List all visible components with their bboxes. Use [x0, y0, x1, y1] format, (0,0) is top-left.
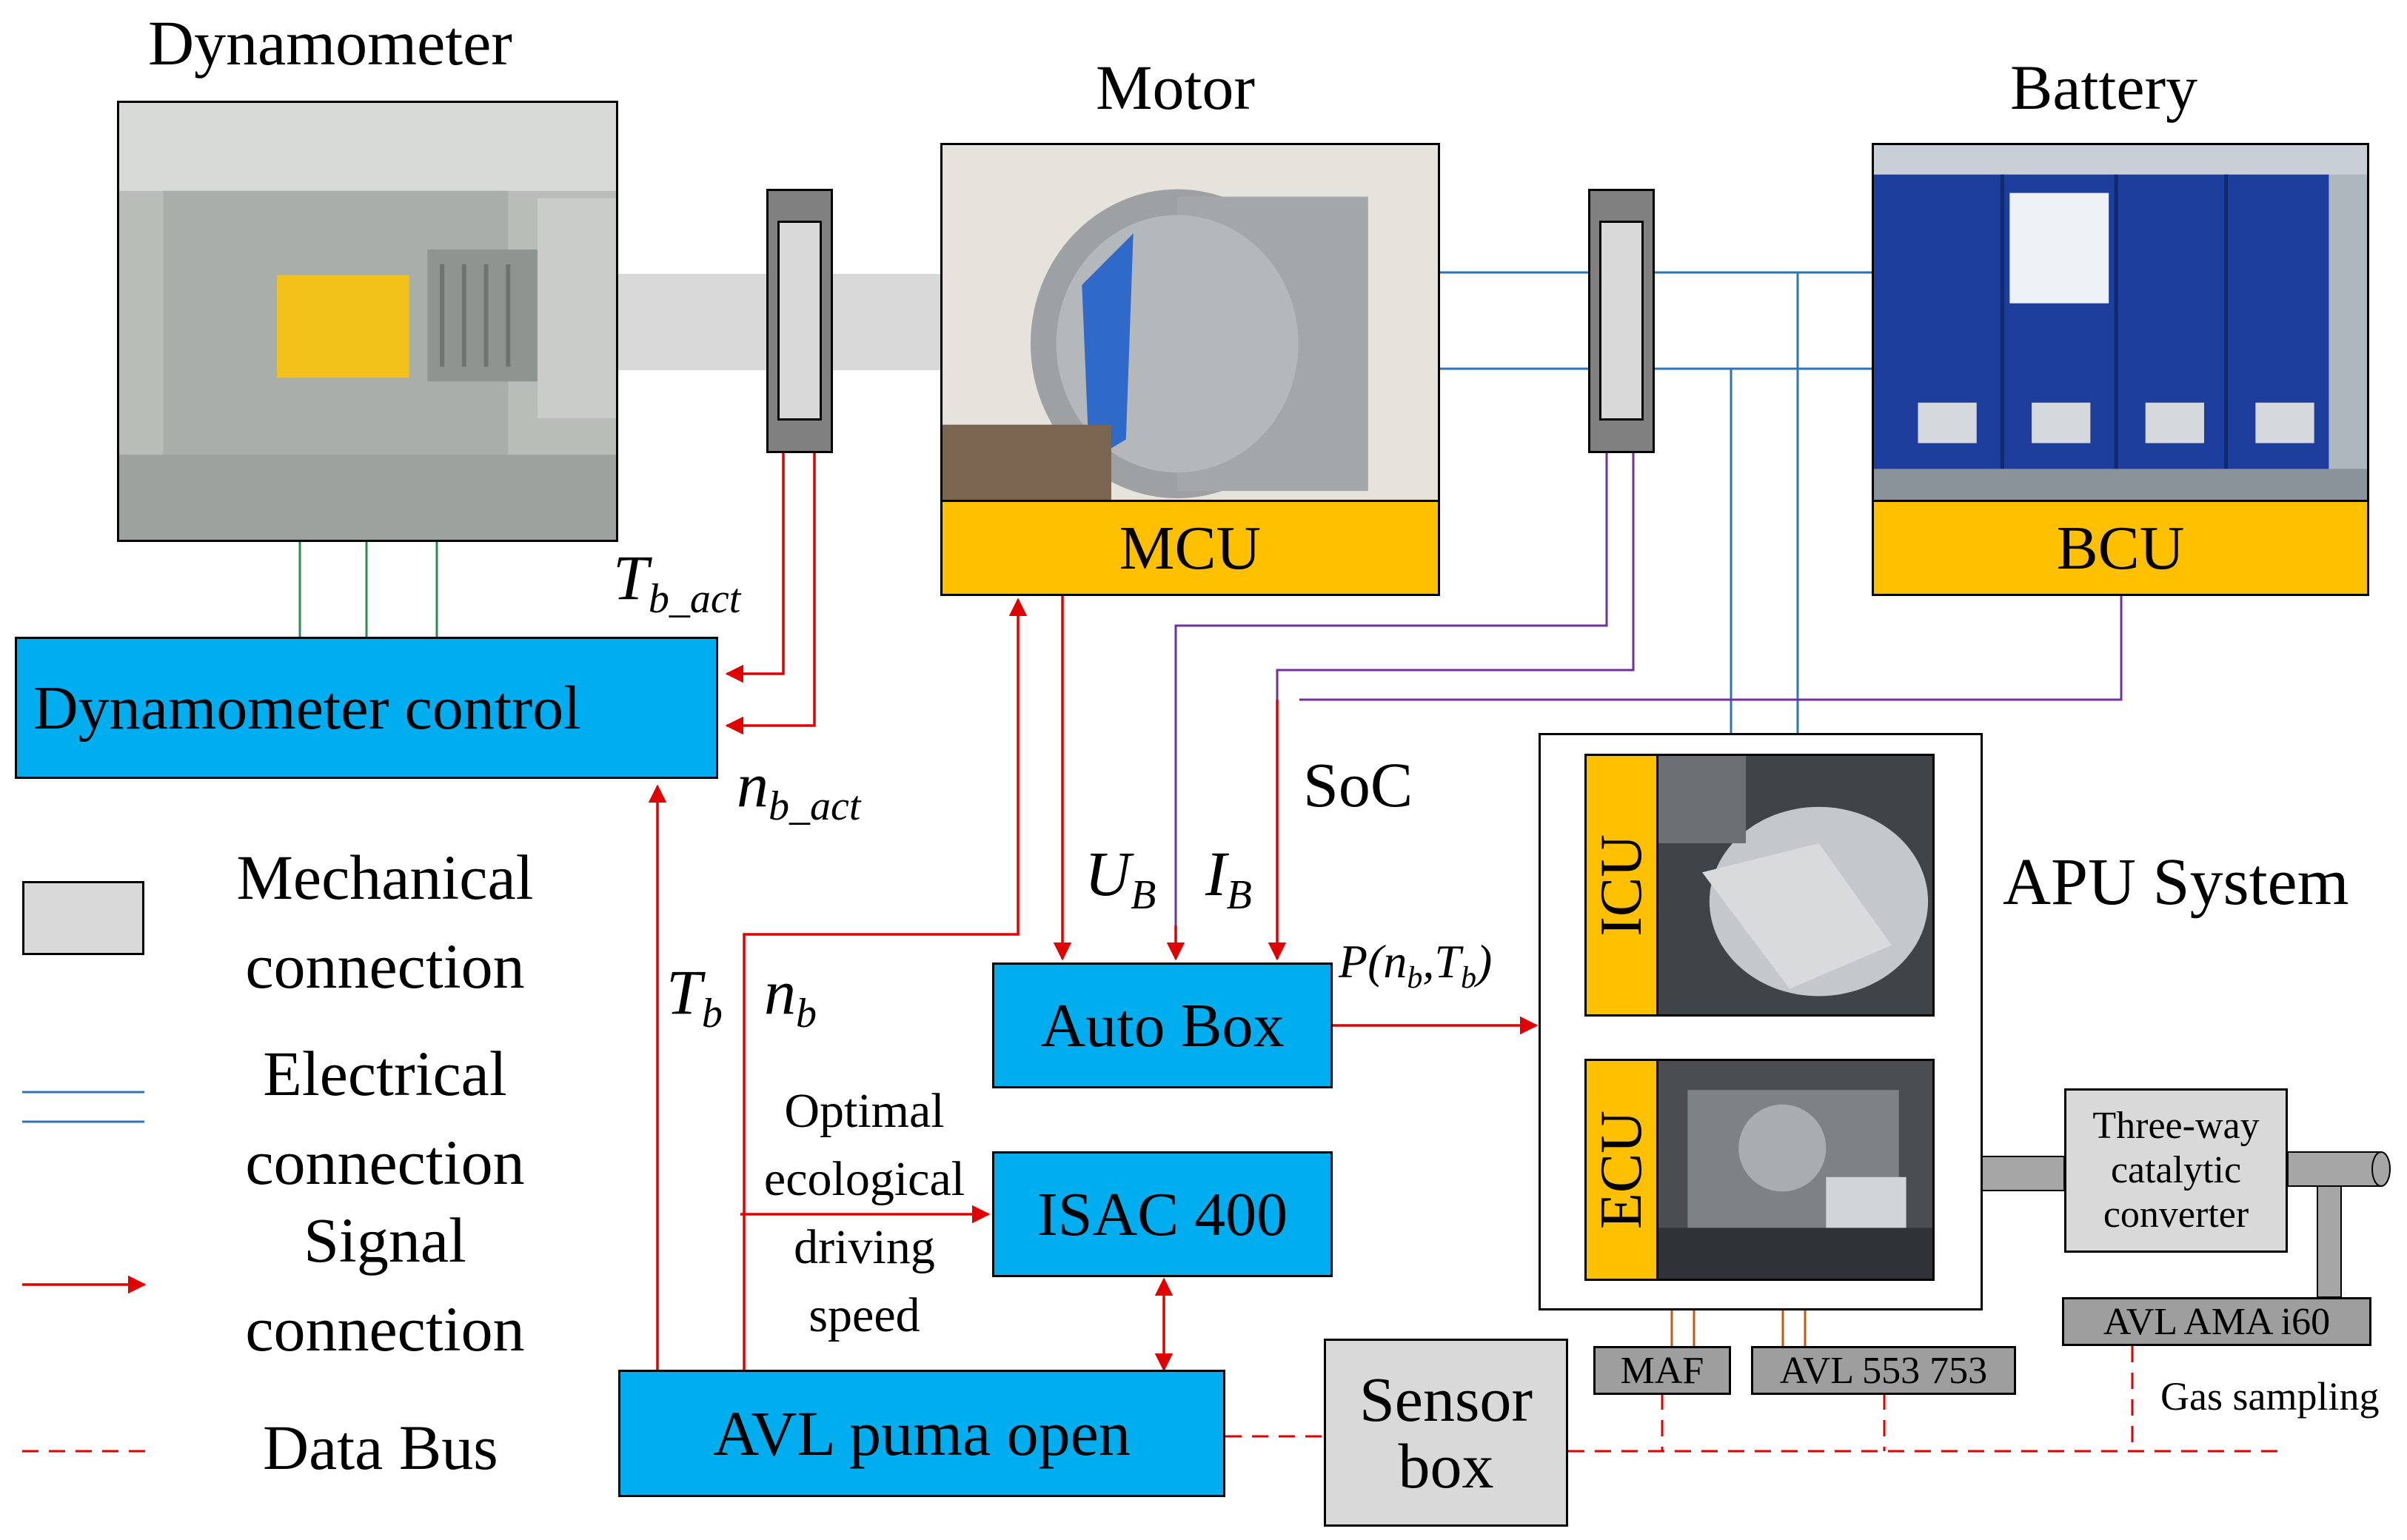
tb-label: Tb	[666, 957, 723, 1037]
twc-label-3: converter	[2103, 1193, 2249, 1236]
dynamometer-title: Dynamometer	[148, 7, 512, 78]
motor-photo	[940, 143, 1440, 500]
dyno-control-links	[298, 542, 438, 637]
three-way-catalytic-converter: Three-way catalytic converter	[2064, 1088, 2288, 1253]
legend-mechanical-swatch	[22, 881, 144, 955]
icu-block: ICU	[1584, 754, 1658, 1017]
bcu-label: BCU	[2056, 513, 2185, 583]
coupler-dyno-motor	[766, 189, 833, 453]
twc-label-1: Three-way	[2092, 1105, 2260, 1148]
ecu-block: ECU	[1584, 1059, 1658, 1281]
ecu-label: ECU	[1588, 1111, 1654, 1229]
tb-act-label: Tb_act	[613, 542, 741, 623]
legend-databus-label: Data Bus	[263, 1412, 498, 1483]
isac-400-block: ISAC 400	[992, 1151, 1333, 1277]
data-bus-lines	[22, 1346, 2288, 1453]
avl-553-753-label: AVL 553 753	[1779, 1349, 1988, 1392]
dynamometer-control-block: Dynamometer control	[15, 637, 718, 779]
nb-label: nb	[764, 957, 817, 1037]
signal-lines	[22, 453, 1539, 1372]
shaft-coupler-motor	[833, 274, 940, 370]
bcu-block: BCU	[1872, 500, 2369, 596]
icu-label: ICU	[1588, 834, 1654, 937]
legend-electrical-lines	[22, 1091, 144, 1123]
motor-title: Motor	[1096, 52, 1255, 123]
avl-puma-open-label: AVL puma open	[713, 1398, 1131, 1469]
sensor-box-block: Sensor box	[1324, 1339, 1568, 1527]
apu-system-title: APU System	[2003, 846, 2349, 919]
sensor-box-label-1: Sensor	[1359, 1363, 1533, 1435]
coupler-motor-battery	[1588, 189, 1655, 453]
maf-label: MAF	[1620, 1349, 1704, 1392]
mcu-label: MCU	[1119, 513, 1262, 583]
avl-553-753-block: AVL 553 753	[1751, 1346, 2016, 1395]
sensor-box-label-2: box	[1398, 1430, 1494, 1502]
legend-signal-label: Signal connection	[245, 1205, 525, 1365]
legend-electrical-label: Electrical connection	[245, 1038, 525, 1198]
avl-puma-open-block: AVL puma open	[618, 1370, 1225, 1497]
battery-title: Battery	[2010, 52, 2198, 123]
battery-photo	[1872, 143, 2369, 500]
ib-label: IB	[1205, 838, 1252, 919]
icu-photo	[1656, 754, 1935, 1017]
exhaust-pipe-end	[2371, 1151, 2391, 1187]
exhaust-pipe-twc-out	[2287, 1151, 2380, 1187]
nb-act-label: nb_act	[737, 749, 861, 830]
twc-label-2: catalytic	[2110, 1149, 2242, 1192]
shaft-dyno-coupler	[618, 274, 766, 370]
ecu-photo	[1656, 1059, 1935, 1281]
auto-box-label: Auto Box	[1040, 991, 1285, 1060]
dynamometer-photo	[117, 101, 618, 542]
power-label: P(nb,Tb)	[1339, 935, 1493, 995]
optimal-speed-label: Optimal ecological driving speed	[763, 1084, 965, 1342]
maf-block: MAF	[1593, 1346, 1731, 1395]
soc-label: SoC	[1303, 749, 1413, 820]
avl-ama-i60-label: AVL AMA i60	[2103, 1300, 2331, 1343]
legend-mechanical-label: Mechanical connection	[236, 842, 534, 1002]
avl-ama-i60-block: AVL AMA i60	[2062, 1297, 2371, 1346]
dynamometer-control-label: Dynamometer control	[33, 673, 581, 743]
gas-sampling-label: Gas sampling	[2160, 1374, 2380, 1419]
mcu-block: MCU	[940, 500, 1440, 596]
exhaust-pipe-down	[2317, 1185, 2342, 1298]
isac-400-label: ISAC 400	[1037, 1179, 1288, 1249]
auto-box-block: Auto Box	[992, 962, 1333, 1088]
electrical-lines	[1440, 271, 1872, 751]
ub-label: UB	[1085, 838, 1156, 919]
